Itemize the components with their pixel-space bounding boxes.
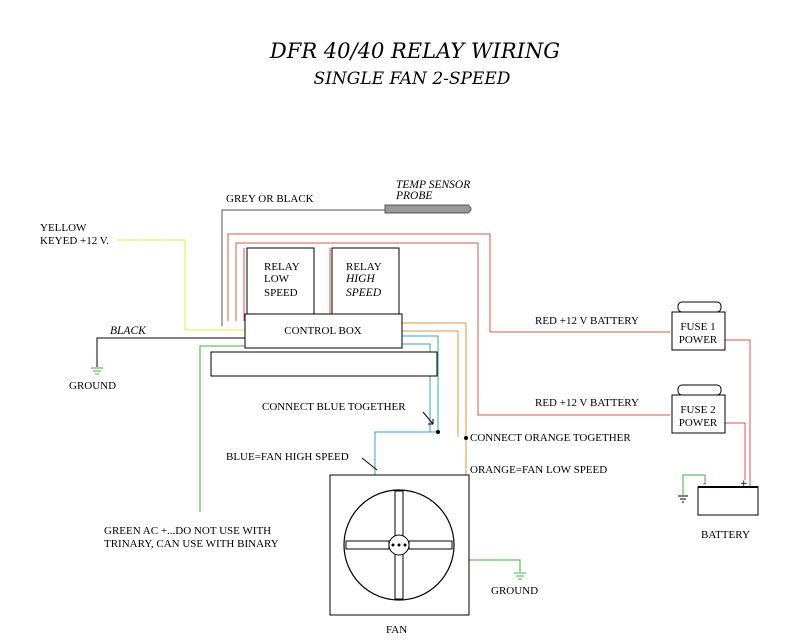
black-wire xyxy=(96,337,245,367)
ground-left-icon xyxy=(91,367,103,375)
label-orange-fan: ORANGE=FAN LOW SPEED xyxy=(470,464,607,476)
label-red-battery-1: RED +12 V BATTERY xyxy=(535,315,639,327)
label-relay-high-2: HIGH xyxy=(345,273,375,285)
battery-body xyxy=(697,486,759,516)
diagram-title: DFR 40/40 RELAY WIRING xyxy=(269,39,560,63)
label-blue-fan: BLUE=FAN HIGH SPEED xyxy=(226,451,349,463)
label-connect-orange: CONNECT ORANGE TOGETHER xyxy=(470,432,631,444)
fuse1-body xyxy=(671,311,726,351)
label-red-battery-2: RED +12 V BATTERY xyxy=(535,397,639,409)
orange-junction xyxy=(464,436,468,440)
battery-ground-wire xyxy=(682,474,706,495)
grey-wire xyxy=(221,209,385,326)
yellow-wire xyxy=(117,239,245,331)
label-fuse1: FUSE 1 xyxy=(680,321,715,333)
control-box xyxy=(244,313,403,349)
label-relay-high-1: RELAY xyxy=(346,261,382,273)
diagram-subtitle: SINGLE FAN 2-SPEED xyxy=(314,69,511,89)
label-relay-high-3: SPEED xyxy=(346,287,382,299)
green-wire xyxy=(199,345,245,512)
label-connect-blue: CONNECT BLUE TOGETHER xyxy=(262,401,406,413)
label-ground-fan: GROUND xyxy=(491,585,538,597)
label-temp-probe: PROBE xyxy=(395,190,432,202)
arrow-blue-fan xyxy=(361,457,378,471)
fuse2-body xyxy=(671,394,726,434)
arrow-connect-blue xyxy=(422,411,434,425)
label-control-box: CONTROL BOX xyxy=(284,325,362,337)
label-green-1: GREEN AC +...DO NOT USE WITH xyxy=(104,525,271,537)
fan-shroud xyxy=(343,489,455,601)
label-relay-low-2: LOW xyxy=(264,273,290,285)
relay-low-speed xyxy=(246,247,315,315)
battery-minus-icon: - xyxy=(703,479,706,489)
label-ground-left: GROUND xyxy=(69,380,116,392)
blue-junction xyxy=(436,430,440,434)
label-fuse1-power: POWER xyxy=(679,334,718,346)
label-black: BLACK xyxy=(110,325,147,337)
label-fuse2: FUSE 2 xyxy=(680,404,715,416)
ground-battery-icon xyxy=(678,495,688,503)
orange-wire-box-1 xyxy=(402,322,467,437)
mounting-plate xyxy=(210,351,438,377)
red-wire-fuse1-battery xyxy=(725,339,751,488)
label-grey-wire: GREY OR BLACK xyxy=(226,193,314,205)
ground-fan-icon xyxy=(514,572,526,580)
battery-plus-icon: + xyxy=(740,479,748,489)
blue-wire-box-1 xyxy=(402,335,439,432)
label-fan: FAN xyxy=(386,624,407,636)
label-fuse2-power: POWER xyxy=(679,417,718,429)
label-keyed-12v: KEYED +12 V. xyxy=(40,235,109,247)
label-yellow: YELLOW xyxy=(40,222,87,234)
label-green-2: TRINARY, CAN USE WITH BINARY xyxy=(104,538,279,550)
label-relay-low-1: RELAY xyxy=(264,261,300,273)
orange-wire-box-2 xyxy=(402,330,459,437)
red-wire-fuse2-battery xyxy=(725,422,746,480)
label-battery: BATTERY xyxy=(701,529,750,541)
red-wire-fuse1 xyxy=(227,233,670,333)
fuse2-cap xyxy=(677,384,722,396)
red-wire-fuse2 xyxy=(235,242,670,416)
fuse1-cap xyxy=(677,301,722,313)
label-relay-low-3: SPEED xyxy=(264,287,298,299)
temp-sensor-probe xyxy=(384,204,472,214)
label-temp-sensor: TEMP SENSOR xyxy=(396,179,470,191)
